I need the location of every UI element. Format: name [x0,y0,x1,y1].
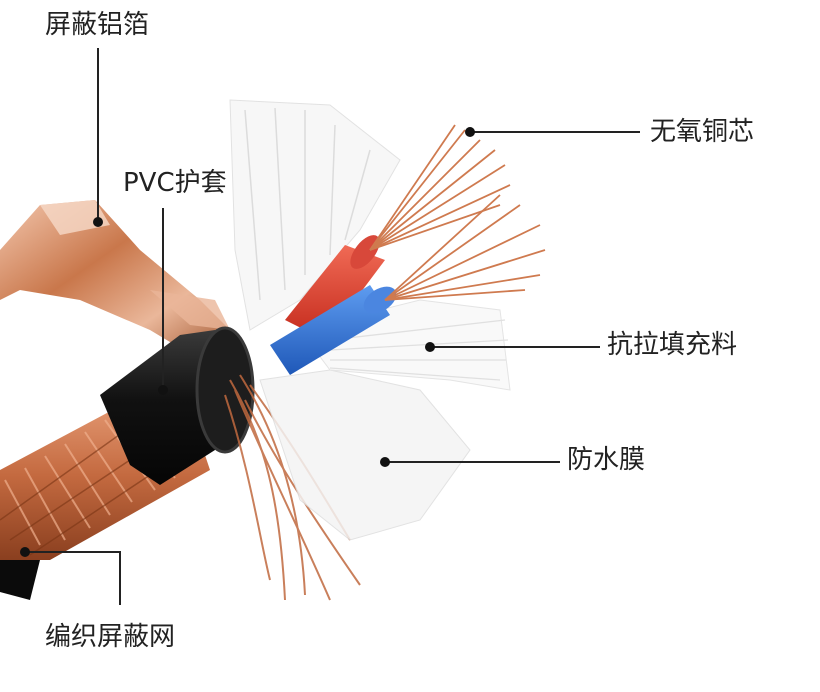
pvc-jacket [100,326,255,485]
label-braided-shield: 编织屏蔽网 [45,622,176,652]
label-pvc-jacket: PVC护套 [123,168,227,198]
leader-lines [25,48,640,605]
blue-insulated-core [270,285,397,375]
leader-dots [20,127,475,557]
shield-foil-wrap [0,200,230,360]
label-filler: 抗拉填充料 [607,330,738,360]
copper-conductor-strands [369,124,546,301]
label-shield-foil: 屏蔽铝箔 [45,10,150,40]
red-insulated-core [285,235,385,340]
waterproof-film [259,369,471,541]
label-waterproof-film: 防水膜 [567,445,646,475]
upper-film-feathers [229,99,401,331]
label-copper-core: 无氧铜芯 [650,117,755,147]
